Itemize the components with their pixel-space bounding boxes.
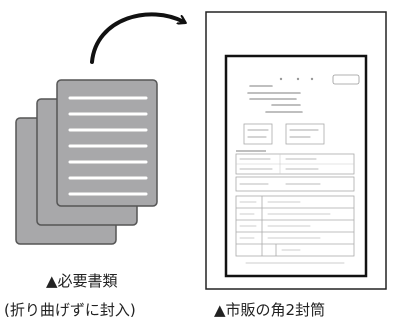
- documents-caption-note: (折り曲げずに封入): [4, 301, 136, 319]
- envelope-pill-label: [332, 74, 360, 85]
- envelope-header-dots: [279, 77, 314, 81]
- envelope-form-grid: [235, 195, 355, 257]
- envelope-caption: ▲市販の角2封筒: [214, 301, 326, 319]
- envelope-info-box: [285, 123, 325, 145]
- curved-arrow-icon: [90, 12, 184, 64]
- envelope-table: [235, 150, 355, 192]
- documents-caption: ▲必要書類: [46, 272, 118, 290]
- envelope-address-block: [247, 85, 303, 113]
- document-stack: [15, 79, 158, 245]
- document-sheet-front: [56, 79, 158, 207]
- envelope-stamp-box: [243, 123, 273, 145]
- envelope-inner-frame: [224, 54, 368, 278]
- envelope: [205, 11, 387, 290]
- document-text-lines: [68, 96, 148, 196]
